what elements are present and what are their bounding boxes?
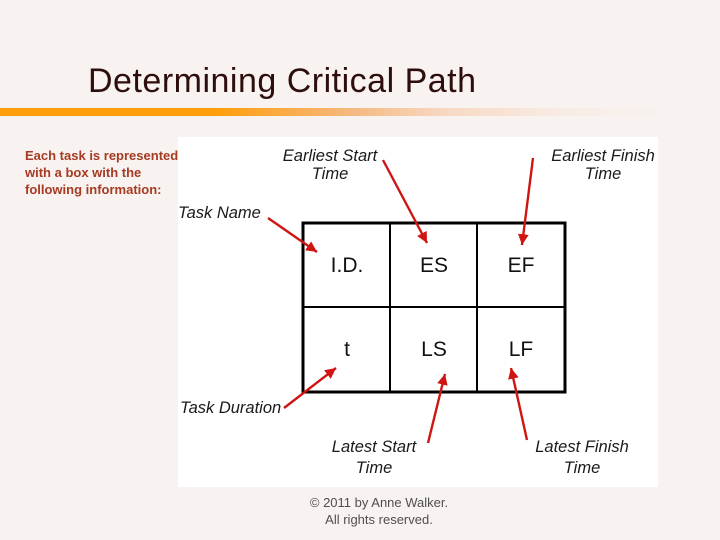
- label-earliest-finish-line1: Earliest Finish: [551, 147, 655, 165]
- diagram-panel: I.D. ES EF t LS LF Earliest Start Time E…: [178, 137, 658, 487]
- slide-title: Determining Critical Path: [88, 62, 477, 100]
- cell-latest-finish: LF: [509, 338, 534, 361]
- cell-task-id: I.D.: [331, 254, 364, 277]
- diagram-labels: Earliest Start Time Earliest Finish Time…: [178, 147, 655, 477]
- intro-line-1: Each task is represented: [25, 148, 179, 163]
- arrow-task-duration-to-t: [283, 367, 337, 409]
- arrow-latest-start-to-ls: [426, 373, 448, 444]
- label-latest-start-line1: Latest Start: [332, 438, 418, 456]
- intro-line-3: following information:: [25, 182, 162, 197]
- arrow-earliest-finish-to-ef: [517, 157, 535, 246]
- arrow-latest-finish-to-lf: [508, 367, 529, 441]
- callout-arrows: [267, 157, 535, 444]
- label-latest-finish-line1: Latest Finish: [535, 438, 629, 456]
- footer-copyright: © 2011 by Anne Walker.: [309, 495, 449, 510]
- label-task-duration: Task Duration: [180, 399, 281, 417]
- label-earliest-start-line2: Time: [312, 165, 349, 183]
- cell-latest-start: LS: [421, 338, 447, 361]
- arrow-task-name-to-id: [267, 217, 318, 253]
- label-latest-finish-line2: Time: [564, 459, 601, 477]
- task-box: I.D. ES EF t LS LF: [301, 221, 567, 394]
- footer-rights: All rights reserved.: [325, 512, 433, 527]
- label-latest-start-line2: Time: [356, 459, 393, 477]
- footer: © 2011 by Anne Walker. All rights reserv…: [38, 494, 720, 528]
- intro-text: Each task is represented with a box with…: [25, 147, 185, 198]
- label-earliest-finish-line2: Time: [585, 165, 622, 183]
- task-box-diagram: I.D. ES EF t LS LF Earliest Start Time E…: [178, 147, 655, 477]
- title-underline-bar: [0, 108, 720, 116]
- intro-line-2: with a box with the: [25, 165, 142, 180]
- arrow-earliest-start-to-es: [381, 159, 429, 244]
- cell-earliest-start: ES: [420, 254, 448, 277]
- label-earliest-start-line1: Earliest Start: [283, 147, 379, 165]
- cell-earliest-finish: EF: [508, 254, 535, 277]
- label-task-name: Task Name: [178, 204, 261, 222]
- cell-task-duration: t: [344, 338, 350, 361]
